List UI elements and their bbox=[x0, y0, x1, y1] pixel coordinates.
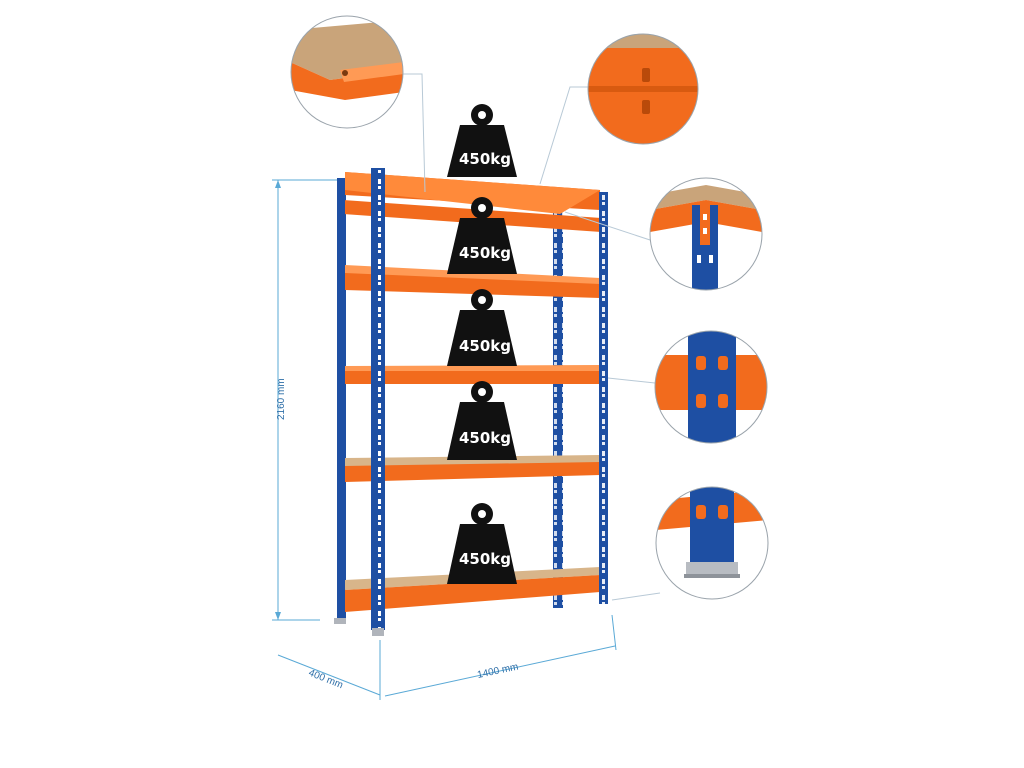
shelf-4 bbox=[345, 455, 600, 482]
width-dimension-label: 1400 mm bbox=[476, 662, 519, 681]
callout-leaders bbox=[400, 73, 661, 601]
beam-clip-detail bbox=[587, 33, 699, 145]
dimension-lines bbox=[272, 179, 617, 700]
weight-icon bbox=[447, 289, 517, 366]
back-left-upright bbox=[337, 178, 346, 618]
shelf-1 bbox=[345, 172, 603, 233]
foot-plate-detail bbox=[655, 486, 769, 600]
foot-plate bbox=[372, 628, 384, 636]
beam-connection-detail bbox=[654, 330, 768, 444]
depth-dimension-label: 400 mm bbox=[307, 668, 345, 692]
upright-corner-detail bbox=[649, 177, 763, 291]
weight-icon bbox=[447, 197, 517, 274]
weight-label: 450kg bbox=[459, 244, 511, 262]
weight-icon bbox=[447, 104, 517, 177]
weight-label: 450kg bbox=[459, 337, 511, 355]
shelving-unit bbox=[334, 168, 608, 636]
shelf-3 bbox=[345, 365, 600, 384]
weight-icon bbox=[447, 503, 517, 584]
height-dimension-label: 2160 mm bbox=[276, 378, 287, 420]
weight-label: 450kg bbox=[459, 150, 511, 168]
shelf-2 bbox=[345, 265, 600, 298]
top-board-corner-detail bbox=[290, 15, 404, 129]
weight-icon bbox=[447, 381, 517, 460]
weight-icons: 450kg 450kg 450kg 450kg 450kg bbox=[447, 104, 517, 584]
weight-label: 450kg bbox=[459, 550, 511, 568]
weight-label: 450kg bbox=[459, 429, 511, 447]
